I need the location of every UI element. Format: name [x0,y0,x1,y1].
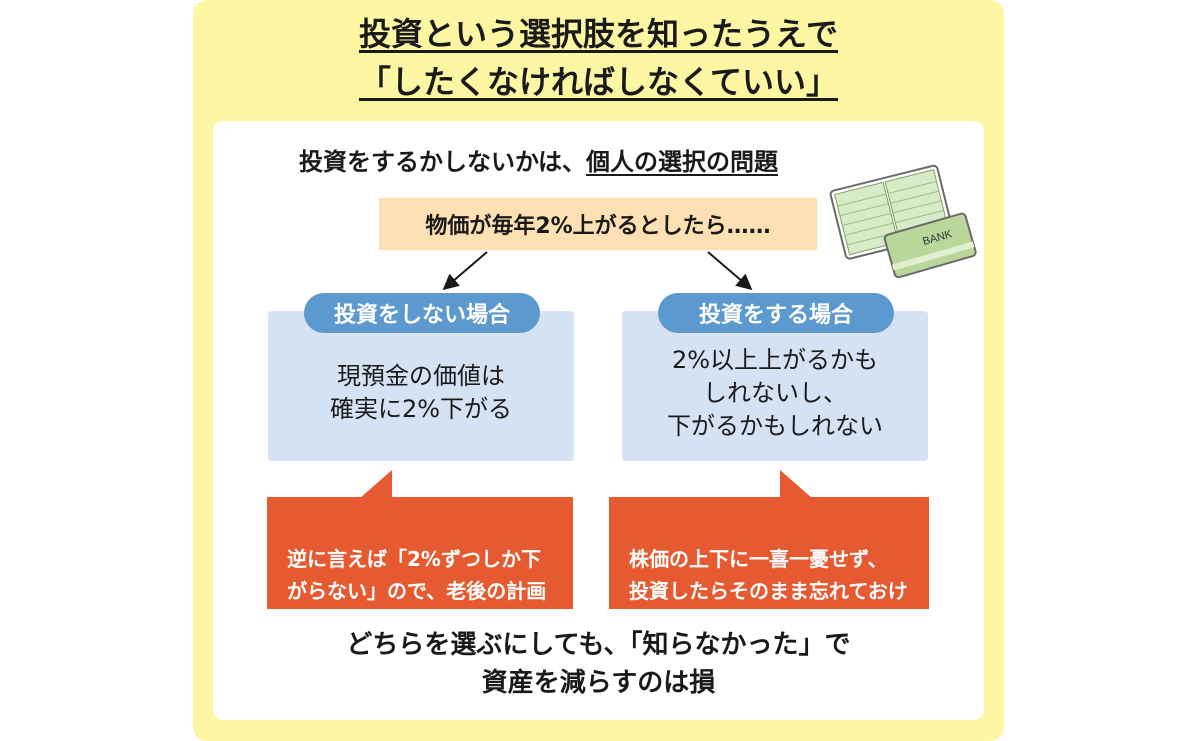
conclusion-line-1: どちらを選ぶにしても、「知らなかった」で [346,630,851,660]
note-right-text: 株価の上下に一喜一憂せず、 投資したらそのまま忘れておけ る人は投資向き！ [629,547,908,635]
case-right-label: 投資をする場合 [658,293,894,333]
note-left-text: 逆に言えば「2%ずつしか下 がらない」ので、老後の計画 は立てやすい [287,547,547,635]
premise-text: 物価が毎年2%上がるとしたら…… [425,214,771,239]
note-right: 株価の上下に一喜一憂せず、 投資したらそのまま忘れておけ る人は投資向き！ [609,497,929,635]
conclusion-line-2: 資産を減らすのは損 [481,668,716,698]
title-line-2: 「したくなければしなくていい」 [358,63,839,101]
bankbook-and-card-icon: BANK [829,164,977,279]
title-line-1: 投資という選択肢を知ったうえで [358,15,839,53]
subtitle-prefix: 投資をするかしないかは、 [298,148,587,176]
case-left-text: 現預金の価値は 確実に2%下がる [329,362,513,423]
conclusion: どちらを選ぶにしても、「知らなかった」で 資産を減らすのは損 [213,626,984,702]
case-right-box: 2%以上上がるかも しれないし、 下がるかもしれない [622,311,928,461]
case-left-label: 投資をしない場合 [304,293,540,333]
premise-box: 物価が毎年2%上がるとしたら…… [379,198,817,250]
case-right-text: 2%以上上がるかも しれないし、 下がるかもしれない [667,345,883,440]
subtitle-emphasis: 個人の選択の問題 [586,148,779,176]
case-left-box: 現預金の価値は 確実に2%下がる [268,311,574,461]
subtitle: 投資をするかしないかは、個人の選択の問題 [213,146,984,178]
note-left: 逆に言えば「2%ずつしか下 がらない」ので、老後の計画 は立てやすい [267,497,573,635]
